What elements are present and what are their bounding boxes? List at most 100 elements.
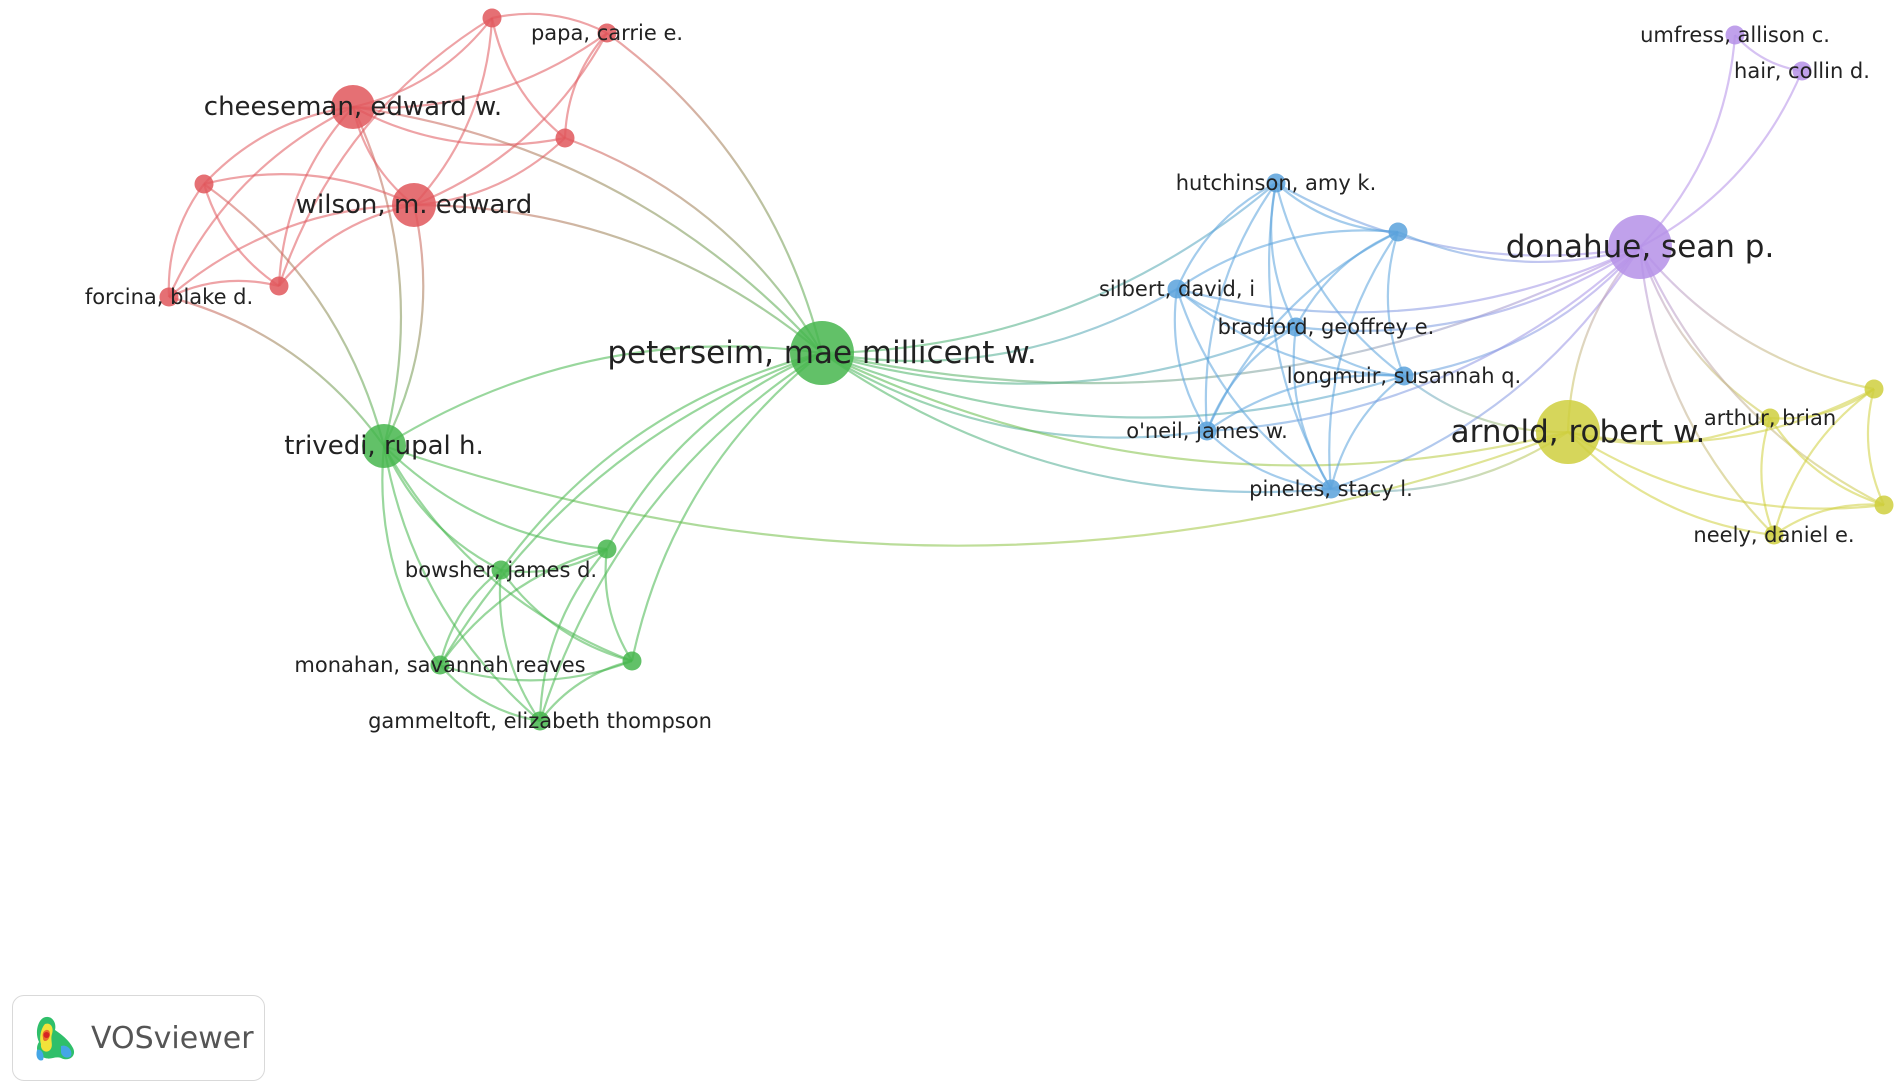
- link-y_b-neely: [1773, 503, 1885, 536]
- link-bradford-donahue: [1295, 246, 1641, 332]
- node-label-hair: hair, collin d.: [1734, 59, 1870, 83]
- node-label-hutchinson: hutchinson, amy k.: [1176, 171, 1377, 195]
- node-monahan[interactable]: [430, 655, 450, 675]
- node-g_a[interactable]: [597, 539, 617, 559]
- node-label-gammeltoft: gammeltoft, elizabeth thompson: [368, 709, 712, 733]
- link-bowsher-monahan: [438, 569, 502, 666]
- link-longmuir-pineles: [1329, 375, 1405, 490]
- link-trivedi-monahan: [381, 445, 441, 666]
- link-wilson-r_c: [203, 173, 415, 206]
- link-cheeseman-forcina: [167, 106, 354, 298]
- link-b_a-pineles: [1328, 231, 1399, 490]
- node-papa[interactable]: [597, 23, 617, 43]
- node-hutchinson[interactable]: [1266, 173, 1286, 193]
- link-peterseim-g_b: [630, 352, 823, 662]
- link-cheeseman-r_d: [277, 106, 354, 287]
- node-arthur[interactable]: [1760, 408, 1780, 428]
- vosviewer-brand-name: VOSviewer: [91, 1020, 254, 1056]
- link-longmuir-oneil: [1206, 374, 1405, 432]
- link-trivedi-arnold: [383, 430, 1569, 547]
- node-bradford[interactable]: [1286, 317, 1306, 337]
- node-label-peterseim: peterseim, mae millicent w.: [607, 335, 1036, 371]
- node-label-papa: papa, carrie e.: [531, 21, 683, 45]
- link-peterseim-pineles: [821, 352, 1332, 494]
- link-peterseim-papa: [606, 32, 824, 354]
- link-peterseim-silbert: [821, 288, 1178, 363]
- node-oneil[interactable]: [1197, 421, 1217, 441]
- link-oneil-pineles: [1206, 430, 1332, 491]
- link-silbert-bradford: [1176, 288, 1297, 329]
- node-pineles[interactable]: [1321, 479, 1341, 499]
- link-hutchinson-oneil: [1204, 182, 1277, 432]
- node-label-longmuir: longmuir, susannah q.: [1287, 364, 1521, 388]
- node-peterseim[interactable]: [790, 321, 854, 385]
- node-wilson[interactable]: [392, 183, 436, 227]
- link-longmuir-donahue: [1403, 246, 1641, 378]
- node-label-forcina: forcina, blake d.: [85, 285, 253, 309]
- node-hair[interactable]: [1792, 61, 1812, 81]
- node-label-donahue: donahue, sean p.: [1506, 229, 1775, 265]
- node-label-arthur: arthur, brian: [1704, 406, 1836, 430]
- link-y_a-y_b: [1866, 388, 1885, 506]
- link-trivedi-gammeltoft: [382, 445, 541, 722]
- node-label-neely: neely, daniel e.: [1693, 523, 1854, 547]
- node-trivedi[interactable]: [362, 424, 406, 468]
- node-y_b[interactable]: [1874, 495, 1894, 515]
- node-cheeseman[interactable]: [331, 85, 375, 129]
- link-trivedi-cheeseman: [352, 106, 403, 447]
- node-label-silbert: silbert, david, i: [1099, 277, 1255, 301]
- link-trivedi-g_a: [383, 445, 608, 551]
- link-silbert-donahue: [1176, 246, 1641, 314]
- node-g_b[interactable]: [622, 651, 642, 671]
- network-labels: peterseim, mae millicent w.trivedi, rupa…: [85, 21, 1870, 733]
- node-label-arnold: arnold, robert w.: [1451, 414, 1706, 450]
- link-peterseim-trivedi: [383, 345, 823, 447]
- node-b_a[interactable]: [1388, 222, 1408, 242]
- vosviewer-badge: VOSviewer: [12, 995, 265, 1081]
- node-bowsher[interactable]: [491, 560, 511, 580]
- link-monahan-gammeltoft: [439, 664, 541, 723]
- link-peterseim-cheeseman: [352, 105, 823, 354]
- link-g_a-monahan: [439, 547, 608, 666]
- link-r_a-r_d: [277, 17, 493, 287]
- link-pineles-donahue: [1330, 246, 1641, 491]
- link-r_a-r_b: [490, 17, 566, 139]
- link-peterseim-gammeltoft: [538, 352, 823, 722]
- node-r_a[interactable]: [482, 8, 502, 28]
- link-arthur-y_b: [1769, 417, 1885, 507]
- node-longmuir[interactable]: [1394, 366, 1414, 386]
- node-forcina[interactable]: [159, 287, 179, 307]
- link-bradford-pineles: [1292, 326, 1332, 490]
- link-arnold-y_a: [1567, 388, 1875, 444]
- link-wilson-r_a: [413, 17, 494, 206]
- link-peterseim-hutchinson: [821, 182, 1277, 355]
- link-trivedi-forcina: [168, 295, 385, 447]
- vosviewer-density-logo-icon: [36, 1016, 75, 1061]
- link-bowsher-gammeltoft: [498, 569, 541, 722]
- node-gammeltoft[interactable]: [530, 711, 550, 731]
- link-g_b-gammeltoft: [539, 659, 633, 722]
- node-silbert[interactable]: [1167, 279, 1187, 299]
- link-hutchinson-donahue: [1275, 182, 1641, 257]
- link-peterseim-arnold: [821, 352, 1569, 467]
- link-r_d-forcina: [168, 279, 280, 298]
- link-peterseim-g_a: [606, 351, 823, 550]
- link-bowsher-g_a: [500, 548, 608, 573]
- node-r_c[interactable]: [194, 174, 214, 194]
- link-donahue-y_a: [1639, 246, 1875, 391]
- node-y_a[interactable]: [1864, 379, 1884, 399]
- node-arnold[interactable]: [1536, 400, 1600, 464]
- node-label-umfress: umfress, allison c.: [1640, 23, 1830, 47]
- node-donahue[interactable]: [1608, 215, 1672, 279]
- node-label-bowsher: bowsher, james d.: [405, 558, 597, 582]
- link-trivedi-wilson: [383, 204, 425, 447]
- link-trivedi-g_b: [383, 445, 633, 663]
- link-peterseim-wilson: [413, 203, 823, 354]
- node-umfress[interactable]: [1725, 25, 1745, 45]
- link-donahue-umfress: [1639, 34, 1737, 248]
- link-arnold-y_b: [1567, 431, 1885, 510]
- node-neely[interactable]: [1764, 525, 1784, 545]
- node-r_d[interactable]: [269, 276, 289, 296]
- node-r_b[interactable]: [555, 128, 575, 148]
